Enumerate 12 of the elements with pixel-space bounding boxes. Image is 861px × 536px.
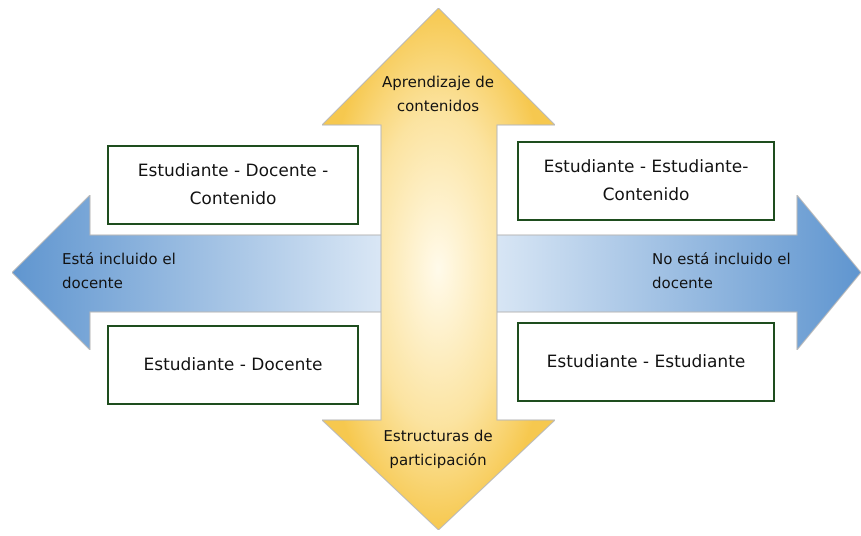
- box-label: Estudiante - Estudiante: [546, 351, 746, 374]
- category-box: [517, 141, 775, 221]
- arrow-label: Estructuras de participación: [382, 426, 494, 471]
- category-box: [517, 322, 775, 402]
- arrow-label: Aprendizaje de contenidos: [380, 72, 496, 117]
- category-box: [107, 325, 359, 405]
- category-box: [107, 145, 359, 225]
- box-label: Estudiante - Estudiante- Contenido: [542, 156, 750, 207]
- box-label: Estudiante - Docente - Contenido: [136, 160, 330, 211]
- arrow-label: Está incluido el docente: [62, 249, 177, 294]
- arrow-label: No está incluido el docente: [652, 249, 792, 294]
- box-label: Estudiante - Docente: [142, 354, 324, 377]
